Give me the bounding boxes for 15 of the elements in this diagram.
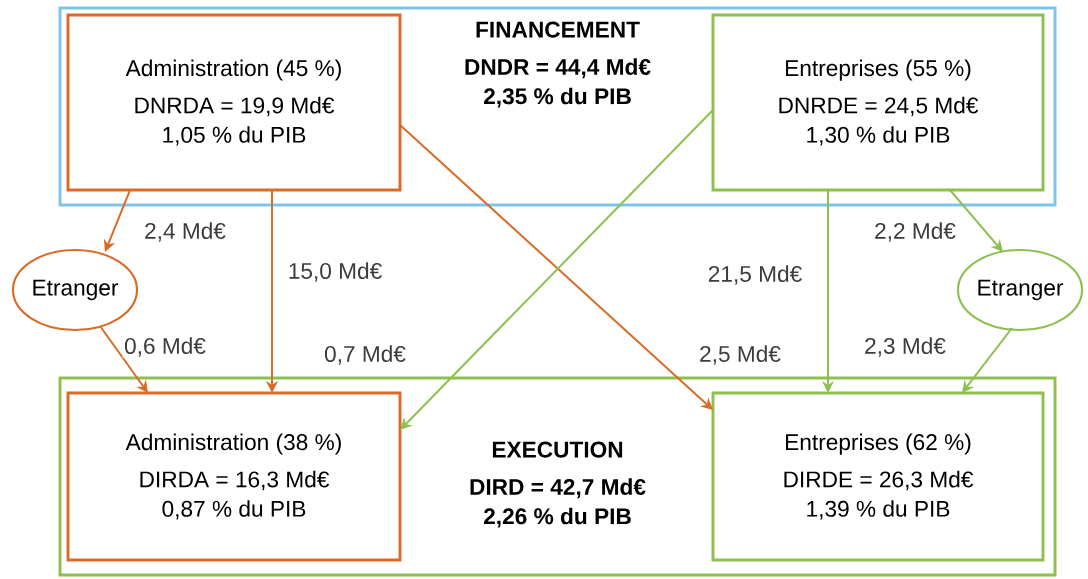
edge-label: 2,3 Md€ [862, 336, 948, 358]
arrow [962, 327, 1013, 393]
edge-label: 0,6 Md€ [122, 336, 208, 358]
arrow [949, 189, 1003, 252]
edge-label: 2,5 Md€ [697, 344, 783, 366]
sector-box: Administration (38 %) DIRDA = 16,3 Md€ 0,87 % du PIB [66, 391, 402, 562]
edge-label: 2,4 Md€ [142, 221, 228, 243]
edge-label: 0,7 Md€ [322, 344, 408, 366]
edge-label: 21,5 Md€ [706, 264, 804, 286]
edge-label: 15,0 Md€ [286, 261, 384, 283]
sector-box: Entreprises (55 %) DNRDE = 24,5 Md€ 1,30 % du PIB [711, 13, 1045, 192]
sector-box: Entreprises (62 %) DIRDE = 26,3 Md€ 1,39 % du PIB [711, 391, 1045, 562]
edge-label: 2,2 Md€ [872, 221, 958, 243]
arrow [99, 325, 148, 393]
sector-box: Administration (45 %) DNRDA = 19,9 Md€ 1,05 % du PIB [66, 13, 402, 192]
